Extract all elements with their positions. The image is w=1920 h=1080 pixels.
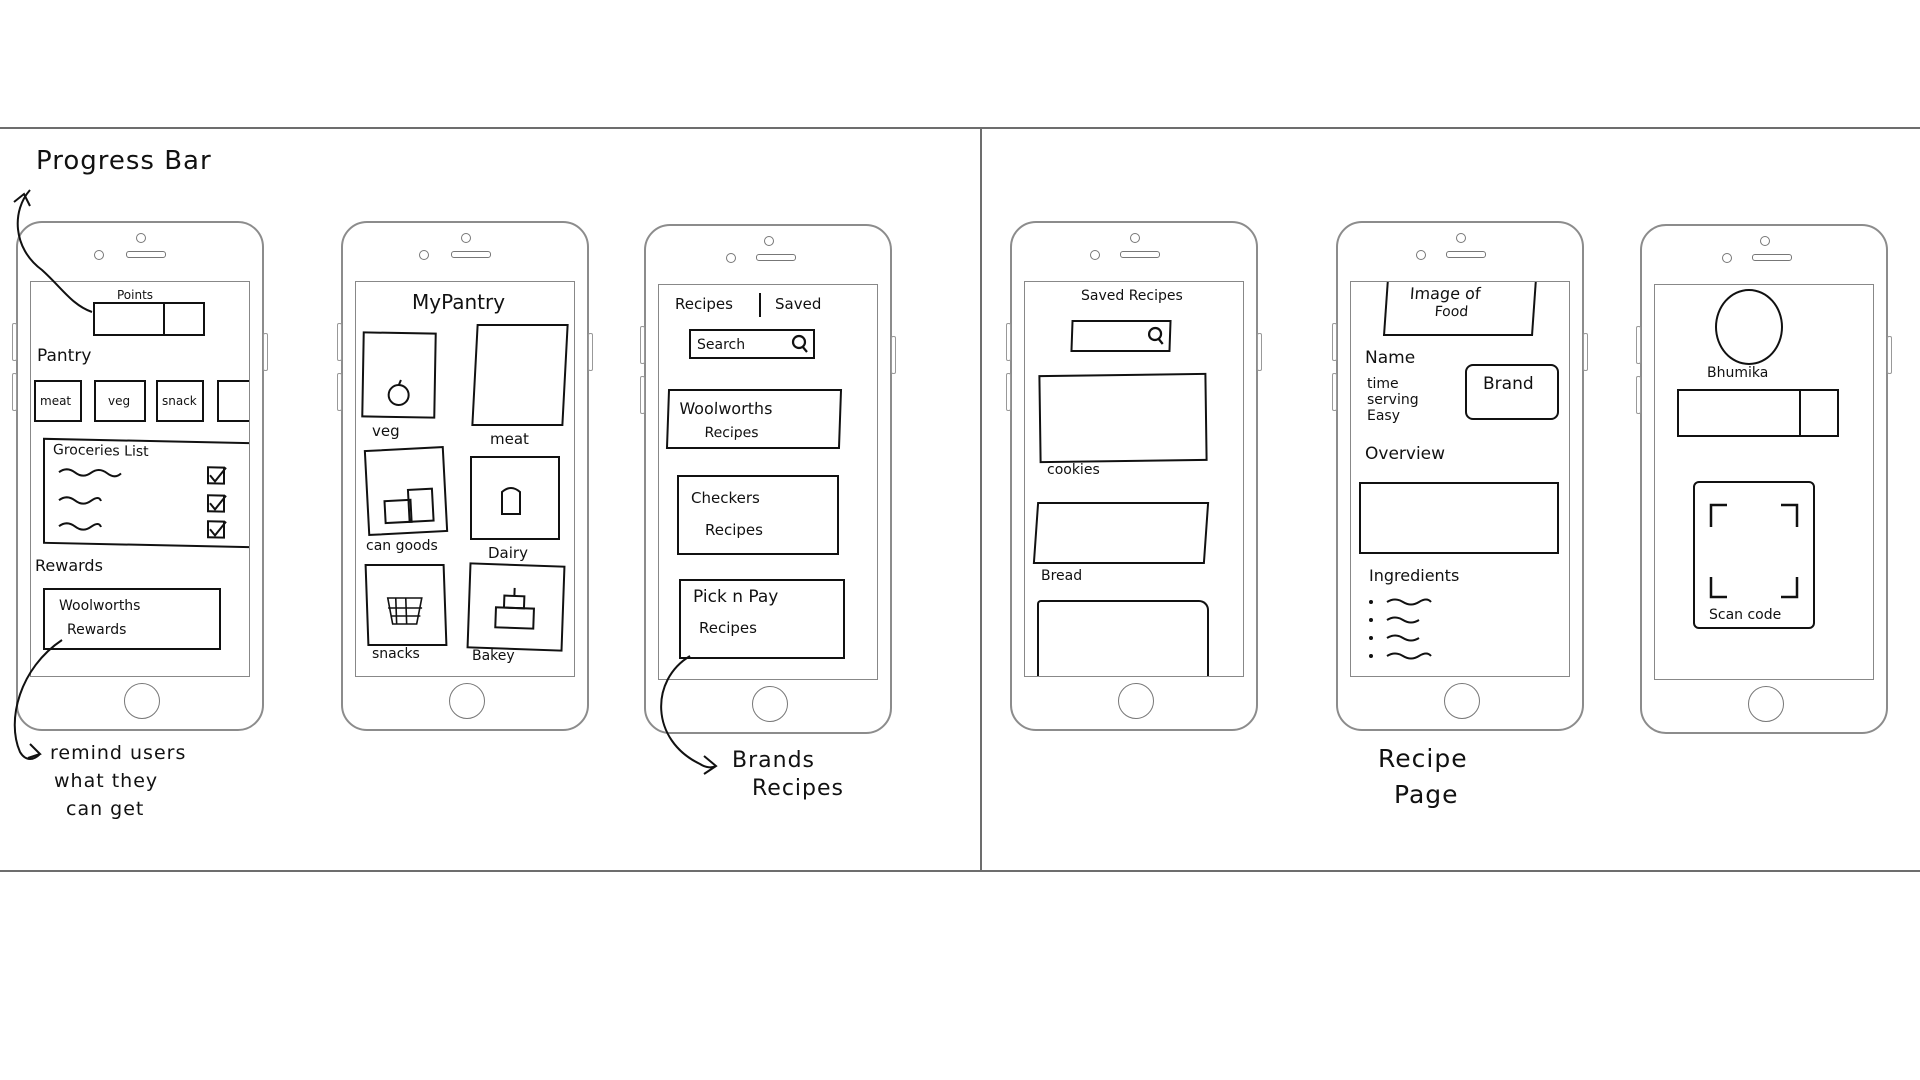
- phone-profile: Bhumika Scan code: [1636, 224, 1892, 734]
- brand-card-checkers[interactable]: Checkers Recipes: [677, 475, 839, 555]
- pantry-heading: Pantry: [37, 346, 92, 366]
- tile-can-goods[interactable]: [363, 445, 449, 537]
- chip-veg-label: veg: [108, 394, 131, 408]
- annotation-remind-2: what they: [54, 770, 159, 792]
- tab-recipes[interactable]: Recipes: [675, 295, 733, 313]
- points-label: Points: [117, 288, 154, 302]
- chip-more[interactable]: [217, 380, 249, 422]
- center-divider: [980, 127, 982, 870]
- annotation-remind-3: can get: [66, 798, 145, 820]
- chip-meat[interactable]: meat: [34, 380, 82, 422]
- brand-card-picknpay-line2: Recipes: [699, 619, 757, 637]
- apple-icon: [387, 379, 410, 406]
- saved-search-input[interactable]: [1070, 320, 1172, 352]
- chip-meat-label: meat: [40, 394, 72, 408]
- recipes-screen: Recipes Saved Search Woolworths Recipes …: [658, 284, 878, 680]
- scan-code-label: Scan code: [1709, 607, 1782, 623]
- phone-pantry: MyPantry veg meat can goods Dairy snacks…: [337, 221, 593, 731]
- saved-recipes-screen: Saved Recipes cookies Bread: [1024, 281, 1244, 677]
- chip-veg[interactable]: veg: [94, 380, 146, 422]
- recipe-page-screen: Image of Food Name time serving Easy Bra…: [1350, 281, 1570, 677]
- scan-frame-icon: [1709, 503, 1799, 599]
- can-icon: [383, 487, 435, 525]
- checkbox-icon: [207, 466, 227, 539]
- avatar[interactable]: [1715, 289, 1783, 365]
- annotation-recipe-2: Page: [1394, 780, 1459, 809]
- tile-bakery-label: Bakey: [472, 648, 515, 664]
- scan-code-button[interactable]: Scan code: [1693, 481, 1815, 629]
- overview-box: [1359, 482, 1559, 554]
- pantry-title: MyPantry: [412, 290, 506, 314]
- groceries-card[interactable]: Groceries List: [43, 437, 249, 549]
- tile-veg[interactable]: [361, 331, 437, 419]
- tile-dairy-label: Dairy: [488, 544, 528, 562]
- brand-card-checkers-line1: Checkers: [691, 489, 760, 507]
- saved-recipes-title: Saved Recipes: [1081, 288, 1183, 304]
- saved-item-bread-label: Bread: [1041, 568, 1083, 584]
- tile-meat-label: meat: [490, 430, 529, 448]
- phone-recipe-page: Image of Food Name time serving Easy Bra…: [1332, 221, 1588, 731]
- top-divider: [0, 127, 1920, 129]
- tile-bakery[interactable]: [466, 562, 566, 652]
- phone-recipes: Recipes Saved Search Woolworths Recipes …: [640, 224, 896, 734]
- saved-item-cookies-label: cookies: [1047, 462, 1100, 478]
- profile-screen: Bhumika Scan code: [1654, 284, 1874, 680]
- overview-heading: Overview: [1365, 444, 1446, 464]
- recipe-difficulty: Easy: [1367, 408, 1401, 424]
- annotation-brands-1: Brands: [732, 748, 815, 773]
- tile-veg-label: veg: [372, 422, 400, 440]
- cake-icon: [494, 587, 535, 630]
- search-icon: [791, 334, 808, 353]
- rewards-card-line1: Woolworths: [59, 598, 141, 614]
- brand-card-checkers-line2: Recipes: [705, 521, 763, 539]
- annotation-recipe-1: Recipe: [1378, 744, 1468, 773]
- annotation-progress-bar: Progress Bar: [36, 146, 212, 176]
- annotation-remind-1: remind users: [50, 742, 187, 764]
- tile-snacks-label: snacks: [372, 646, 420, 662]
- ingredients-heading: Ingredients: [1369, 566, 1460, 585]
- user-progress-bar: [1677, 389, 1839, 437]
- chips-icon: [386, 597, 423, 625]
- search-icon: [1147, 326, 1164, 345]
- ingredients-list: [1369, 598, 1432, 660]
- home-screen: Points Pantry meat veg snack Groceries L…: [30, 281, 250, 677]
- rewards-card[interactable]: Woolworths Rewards: [43, 588, 221, 650]
- phone-saved-recipes: Saved Recipes cookies Bread: [1006, 221, 1262, 731]
- annotation-brands-2: Recipes: [752, 776, 845, 801]
- arrow-remind: [13, 639, 63, 760]
- tab-saved[interactable]: Saved: [775, 295, 822, 313]
- saved-item-third[interactable]: [1037, 600, 1209, 676]
- chip-snack-label: snack: [162, 394, 197, 408]
- rewards-card-line2: Rewards: [67, 622, 127, 638]
- milk-icon: [501, 487, 521, 515]
- brand-card-picknpay[interactable]: Pick n Pay Recipes: [679, 579, 845, 659]
- user-name: Bhumika: [1707, 365, 1769, 381]
- brand-card-picknpay-line1: Pick n Pay: [693, 587, 779, 607]
- phone-home: Points Pantry meat veg snack Groceries L…: [12, 221, 268, 731]
- chip-snack[interactable]: snack: [156, 380, 204, 422]
- points-progress-bar: [93, 302, 205, 336]
- tile-dairy[interactable]: [470, 456, 560, 540]
- tile-snacks[interactable]: [364, 564, 448, 646]
- pantry-screen: MyPantry veg meat can goods Dairy snacks…: [355, 281, 575, 677]
- rewards-heading: Rewards: [35, 556, 103, 575]
- search-input[interactable]: Search: [689, 329, 815, 359]
- brand-button[interactable]: Brand: [1465, 364, 1559, 420]
- arrow-brands: [660, 655, 717, 769]
- brand-button-label: Brand: [1483, 374, 1534, 394]
- recipe-time: time: [1367, 376, 1399, 392]
- bottom-divider: [0, 870, 1920, 872]
- arrow-progress-bar: [16, 189, 93, 313]
- recipe-name-label: Name: [1365, 348, 1416, 368]
- tile-can-goods-label: can goods: [366, 538, 438, 554]
- search-placeholder: Search: [697, 337, 746, 353]
- recipe-serving: serving: [1367, 392, 1419, 408]
